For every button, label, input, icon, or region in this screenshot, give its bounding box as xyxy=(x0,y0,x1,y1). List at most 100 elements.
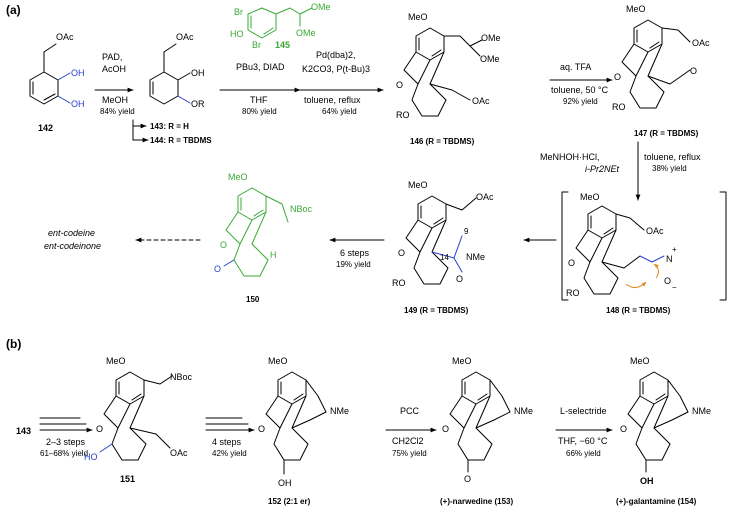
svg-text:OH: OH xyxy=(278,478,292,488)
svg-text:NMe: NMe xyxy=(330,406,349,416)
svg-text:61–68% yield: 61–68% yield xyxy=(40,449,88,458)
step-4: aq. TFA toluene, 50 °C 92% yield xyxy=(549,62,613,106)
product-ent-codeine: ent-codeine xyxy=(48,228,95,238)
svg-text:toluene, reflux: toluene, reflux xyxy=(304,95,361,105)
svg-text:OAc: OAc xyxy=(476,192,494,202)
step-b2: 4 steps 42% yield xyxy=(205,417,255,458)
svg-text:O: O xyxy=(258,424,265,434)
svg-text:O: O xyxy=(568,258,575,268)
svg-text:2–3 steps: 2–3 steps xyxy=(46,437,86,447)
step-b1: 2–3 steps 61–68% yield xyxy=(39,417,93,458)
compound-149: MeO OAc NMe O 9 14 O RO 149 (R = TBDMS) xyxy=(392,180,494,315)
svg-text:Pd(dba)2,: Pd(dba)2, xyxy=(316,50,356,60)
svg-text:O: O xyxy=(398,248,405,258)
svg-text:9: 9 xyxy=(464,227,469,236)
svg-text:O: O xyxy=(620,424,627,434)
svg-text:RO: RO xyxy=(566,288,580,298)
svg-text:42% yield: 42% yield xyxy=(212,449,247,458)
product-ent-codeinone: ent-codeinone xyxy=(44,241,101,251)
svg-text:K2CO3, P(t-Bu)3: K2CO3, P(t-Bu)3 xyxy=(302,64,370,74)
svg-text:75% yield: 75% yield xyxy=(392,449,427,458)
svg-text:MeO: MeO xyxy=(408,12,428,22)
compound-146-label: 146 (R = TBDMS) xyxy=(410,137,475,146)
compound-153-label: (+)-narwedine (153) xyxy=(440,497,513,506)
step-3: Pd(dba)2, K2CO3, P(t-Bu)3 toluene, reflu… xyxy=(299,50,384,116)
svg-text:O: O xyxy=(456,274,463,284)
svg-text:RO: RO xyxy=(392,278,406,288)
svg-text:OMe: OMe xyxy=(480,54,500,64)
svg-text:OAc: OAc xyxy=(170,448,188,458)
svg-text:RO: RO xyxy=(612,102,626,112)
svg-text:6 steps: 6 steps xyxy=(340,248,370,258)
svg-text:PBu3, DIAD: PBu3, DIAD xyxy=(236,62,285,72)
svg-text:H: H xyxy=(270,250,277,260)
svg-text:toluene, 50 °C: toluene, 50 °C xyxy=(551,85,609,95)
compound-143-start: 143 xyxy=(16,426,31,436)
svg-text:Br: Br xyxy=(234,7,243,17)
step-5: MeNHOH·HCl, i-Pr2NEt toluene, reflux 38%… xyxy=(540,141,701,201)
compound-147: MeO OAc O O RO 147 (R = TBDMS) xyxy=(612,4,710,138)
svg-text:NMe: NMe xyxy=(692,406,711,416)
svg-text:O: O xyxy=(396,80,403,90)
svg-text:THF, −60 °C: THF, −60 °C xyxy=(558,436,608,446)
panel-b-label: (b) xyxy=(6,337,21,351)
panel-a-label: (a) xyxy=(6,3,21,17)
svg-text:92% yield: 92% yield xyxy=(563,97,598,106)
svg-text:MeO: MeO xyxy=(580,192,600,202)
svg-text:OH: OH xyxy=(640,476,654,486)
svg-text:145: 145 xyxy=(275,40,290,50)
compound-147-label: 147 (R = TBDMS) xyxy=(634,129,699,138)
svg-text:80% yield: 80% yield xyxy=(242,107,277,116)
compound-144-label: 144: R = TBDMS xyxy=(150,136,212,145)
svg-text:NMe: NMe xyxy=(466,252,485,262)
compound-146: MeO OMe OMe OAc O RO 146 (R = TBDMS) xyxy=(396,12,501,146)
svg-text:O: O xyxy=(690,66,697,76)
svg-text:OAc: OAc xyxy=(176,32,194,42)
svg-text:MeOH: MeOH xyxy=(102,95,128,105)
svg-text:RO: RO xyxy=(396,110,410,120)
step-1: PAD, AcOH MeOH 84% yield xyxy=(94,52,135,116)
svg-text:66% yield: 66% yield xyxy=(566,449,601,458)
svg-text:O: O xyxy=(214,264,221,274)
svg-text:OMe: OMe xyxy=(296,28,316,38)
compound-151: MeO NBoc OAc O HO 151 xyxy=(84,356,193,484)
svg-text:O: O xyxy=(96,424,103,434)
svg-text:64% yield: 64% yield xyxy=(322,107,357,116)
svg-text:HO: HO xyxy=(230,29,244,39)
svg-text:MeO: MeO xyxy=(626,4,646,14)
compound-145: Br HO Br 145 OMe OMe xyxy=(230,2,331,50)
svg-text:N: N xyxy=(666,254,673,264)
compound-151-label: 151 xyxy=(120,474,135,484)
svg-text:Br: Br xyxy=(252,40,261,50)
svg-text:MeO: MeO xyxy=(630,356,650,366)
step-b4: L-selectride THF, −60 °C 66% yield xyxy=(555,406,613,458)
svg-text:NMe: NMe xyxy=(514,406,533,416)
compound-149-label: 149 (R = TBDMS) xyxy=(404,306,469,315)
compound-142: OAc OH OH 142 xyxy=(29,32,85,133)
compound-143-label: 143: R = H xyxy=(150,122,189,131)
compound-152: MeO NMe O OH 152 (2:1 er) xyxy=(258,356,349,506)
compound-152-label: 152 (2:1 er) xyxy=(268,497,311,506)
svg-text:O: O xyxy=(464,474,471,484)
compound-150: MeO NBoc H O O 150 xyxy=(214,172,313,304)
svg-text:OH: OH xyxy=(71,68,85,78)
compound-153: MeO NMe O O (+)-narwedine (153) xyxy=(440,356,533,506)
step-6: 6 steps 19% yield xyxy=(329,237,385,269)
svg-text:OMe: OMe xyxy=(311,2,331,12)
svg-text:i-Pr2NEt: i-Pr2NEt xyxy=(585,164,620,174)
compound-154-label: (+)-galantamine (154) xyxy=(616,497,697,506)
svg-text:OH: OH xyxy=(191,68,205,78)
svg-text:NBoc: NBoc xyxy=(290,204,313,214)
svg-text:NBoc: NBoc xyxy=(170,372,193,382)
compound-154: MeO NMe O OH (+)-galantamine (154) xyxy=(616,356,711,506)
svg-text:OH: OH xyxy=(71,99,85,109)
svg-text:MeO: MeO xyxy=(228,172,248,182)
dashed-arrow-products: ent-codeine ent-codeinone xyxy=(44,228,201,251)
svg-text:CH2Cl2: CH2Cl2 xyxy=(392,436,424,446)
compound-143: OAc OH OR 143: R = H 144: R = TBDMS xyxy=(132,32,212,145)
svg-text:O: O xyxy=(442,424,449,434)
compound-142-label: 142 xyxy=(38,123,53,133)
svg-text:OMe: OMe xyxy=(481,33,501,43)
svg-text:OAc: OAc xyxy=(692,38,710,48)
svg-text:O: O xyxy=(220,240,227,250)
